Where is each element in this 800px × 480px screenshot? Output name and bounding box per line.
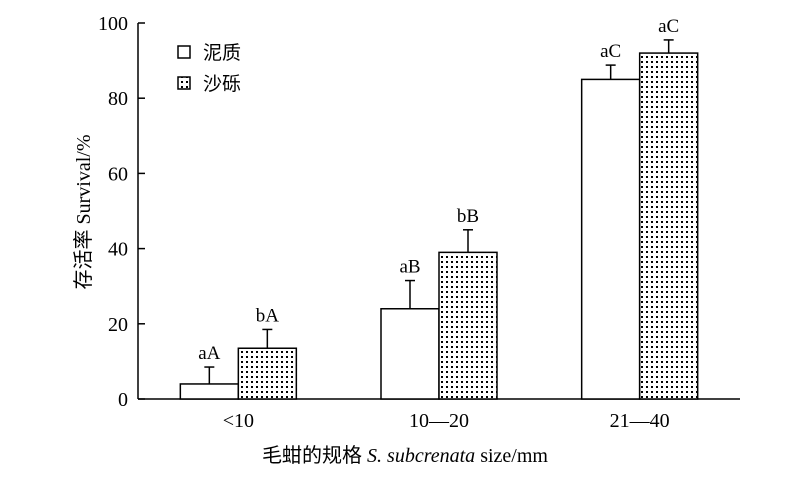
bar (380, 308, 440, 400)
x-axis-title-suffix: size/mm (475, 445, 548, 467)
legend: 泥质 沙砾 (177, 42, 241, 95)
x-axis-title: 毛蚶的规格 S. subcrenata size/mm (262, 444, 548, 467)
y-tick-label: 60 (108, 163, 128, 185)
bar-significance-label: bB (457, 206, 479, 227)
x-axis-title-species: S. subcrenata (367, 445, 475, 467)
bar-significance-label: aC (600, 41, 621, 62)
legend-label-gravel: 沙砾 (203, 73, 241, 95)
bar-significance-label: aA (198, 343, 220, 364)
bar-significance-label: bA (256, 305, 280, 326)
legend-swatch-gravel (177, 76, 191, 90)
plot-area: 0 20 40 60 80 100 <10 aA bA 10—20 aB bB 21—40 aC aC (98, 13, 740, 432)
y-tick-label: 40 (108, 239, 128, 261)
bar (580, 78, 641, 400)
bar (438, 251, 498, 400)
bar-significance-label: aC (658, 16, 679, 37)
bar-significance-label: aB (399, 257, 420, 278)
y-tick-label: 100 (98, 13, 128, 35)
y-tick-label: 0 (118, 389, 128, 411)
x-tick-label: <10 (223, 410, 254, 432)
x-tick-label: 10—20 (409, 410, 469, 432)
x-axis-title-prefix: 毛蚶的规格 (262, 444, 367, 467)
x-tick-label: 21—40 (610, 410, 670, 432)
legend-label-mud: 泥质 (203, 42, 241, 64)
bar (638, 52, 699, 400)
y-axis-title: 存活率 Survival/% (72, 135, 95, 290)
bar (179, 383, 240, 400)
y-tick-label: 80 (108, 88, 128, 110)
bar (237, 347, 298, 400)
y-tick-label: 20 (108, 314, 128, 336)
legend-swatch-mud (177, 45, 191, 59)
